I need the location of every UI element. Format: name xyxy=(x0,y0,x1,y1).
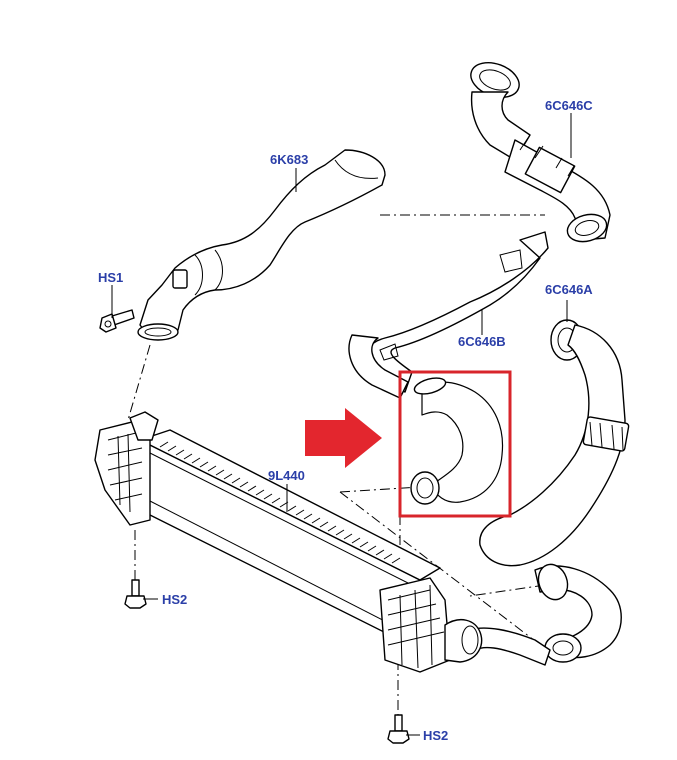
hose-6c646c xyxy=(470,62,611,243)
label-hs2-left: HS2 xyxy=(162,592,187,607)
hose-6k683 xyxy=(137,149,386,341)
leader-lines xyxy=(111,113,572,736)
highlighted-hose xyxy=(410,377,504,505)
label-6c646b: 6C646B xyxy=(458,334,506,349)
label-6k683: 6K683 xyxy=(270,152,308,167)
bolt-hs2-right xyxy=(387,714,410,744)
label-9l440: 9L440 xyxy=(268,468,305,483)
bolt-hs1 xyxy=(99,309,135,333)
highlight-box xyxy=(398,370,512,518)
label-hs1: HS1 xyxy=(98,270,123,285)
highlighted-hose-shape xyxy=(421,381,504,503)
intercooler-9l440 xyxy=(94,411,483,673)
hose-6c646a xyxy=(469,319,630,666)
hose-6c646b xyxy=(348,231,549,399)
bolt-hs2-left xyxy=(124,579,147,609)
label-6c646a: 6C646A xyxy=(545,282,593,297)
hose-end-clamp xyxy=(410,471,440,505)
hose-top-clamp xyxy=(413,377,447,395)
intercooler-fins xyxy=(159,441,401,564)
label-hs2-right: HS2 xyxy=(423,728,448,743)
pointer-arrow-icon xyxy=(305,408,382,468)
label-6c646c: 6C646C xyxy=(545,98,593,113)
